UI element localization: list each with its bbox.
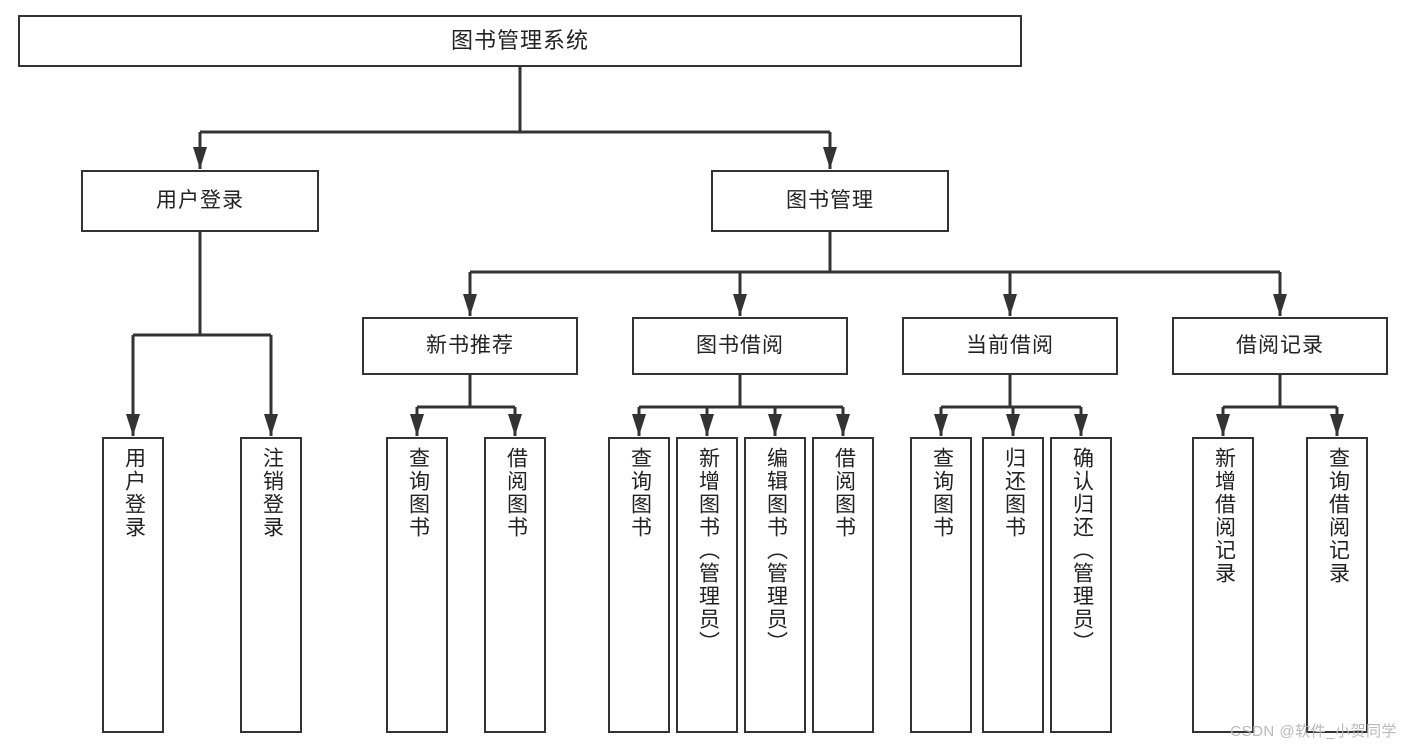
node-leaf-logout[interactable]: 注销登录 bbox=[240, 437, 302, 733]
node-label: 归还图书 bbox=[1002, 447, 1026, 539]
arrowhead bbox=[264, 414, 278, 436]
watermark: CSDN @软件_小贺同学 bbox=[1230, 723, 1397, 740]
arrowhead bbox=[1273, 294, 1287, 316]
node-label: 图书管理系统 bbox=[450, 27, 589, 53]
node-label: 注销登录 bbox=[260, 447, 284, 539]
node-label: 借阅记录 bbox=[1236, 333, 1324, 357]
node-label: 新增图书（管理员） bbox=[696, 447, 720, 654]
node-label: 查询图书 bbox=[406, 447, 430, 539]
arrowhead bbox=[632, 414, 646, 436]
arrowhead bbox=[1003, 294, 1017, 316]
node-leaf-borrow-book-2[interactable]: 借阅图书 bbox=[812, 437, 874, 733]
node-book-borrow[interactable]: 图书借阅 bbox=[632, 317, 848, 375]
node-label: 用户登录 bbox=[122, 447, 146, 539]
node-leaf-return-book[interactable]: 归还图书 bbox=[982, 437, 1044, 733]
node-label: 确认归还（管理员） bbox=[1070, 447, 1094, 654]
node-label: 查询图书 bbox=[628, 447, 652, 539]
node-label: 查询图书 bbox=[930, 447, 954, 539]
arrowhead bbox=[823, 147, 837, 169]
node-label: 借阅图书 bbox=[504, 447, 528, 539]
node-new-book-rec[interactable]: 新书推荐 bbox=[362, 317, 578, 375]
node-label: 图书借阅 bbox=[696, 333, 784, 357]
arrowhead bbox=[508, 414, 522, 436]
node-leaf-query-book-3[interactable]: 查询图书 bbox=[910, 437, 972, 733]
arrowhead bbox=[700, 414, 714, 436]
node-leaf-query-book-2[interactable]: 查询图书 bbox=[608, 437, 670, 733]
node-leaf-borrow-book-1[interactable]: 借阅图书 bbox=[484, 437, 546, 733]
node-root[interactable]: 图书管理系统 bbox=[18, 15, 1022, 67]
arrowhead bbox=[1074, 414, 1088, 436]
arrowhead bbox=[463, 294, 477, 316]
arrowhead bbox=[1330, 414, 1344, 436]
node-label: 新增借阅记录 bbox=[1212, 447, 1236, 585]
node-borrow-record[interactable]: 借阅记录 bbox=[1172, 317, 1388, 375]
node-book-manage[interactable]: 图书管理 bbox=[711, 170, 949, 232]
arrowhead bbox=[410, 414, 424, 436]
arrowhead bbox=[126, 414, 140, 436]
node-label: 新书推荐 bbox=[426, 333, 514, 357]
node-leaf-edit-book[interactable]: 编辑图书（管理员） bbox=[744, 437, 806, 733]
arrowhead bbox=[836, 414, 850, 436]
arrowhead bbox=[768, 414, 782, 436]
node-label: 当前借阅 bbox=[966, 333, 1054, 357]
node-current-borrow[interactable]: 当前借阅 bbox=[902, 317, 1118, 375]
node-label: 图书管理 bbox=[786, 188, 874, 212]
node-label: 借阅图书 bbox=[832, 447, 856, 539]
node-label: 用户登录 bbox=[156, 188, 244, 212]
node-label: 编辑图书（管理员） bbox=[764, 447, 788, 654]
arrowhead bbox=[934, 414, 948, 436]
node-leaf-query-book-1[interactable]: 查询图书 bbox=[386, 437, 448, 733]
arrowhead bbox=[1216, 414, 1230, 436]
node-leaf-add-book[interactable]: 新增图书（管理员） bbox=[676, 437, 738, 733]
node-leaf-query-record[interactable]: 查询借阅记录 bbox=[1306, 437, 1368, 733]
node-leaf-user-login[interactable]: 用户登录 bbox=[102, 437, 164, 733]
arrowhead bbox=[733, 294, 747, 316]
node-label: 查询借阅记录 bbox=[1326, 447, 1350, 585]
node-leaf-confirm-return[interactable]: 确认归还（管理员） bbox=[1050, 437, 1112, 733]
arrowhead bbox=[193, 147, 207, 169]
node-leaf-add-record[interactable]: 新增借阅记录 bbox=[1192, 437, 1254, 733]
node-user-login[interactable]: 用户登录 bbox=[81, 170, 319, 232]
arrowhead bbox=[1006, 414, 1020, 436]
